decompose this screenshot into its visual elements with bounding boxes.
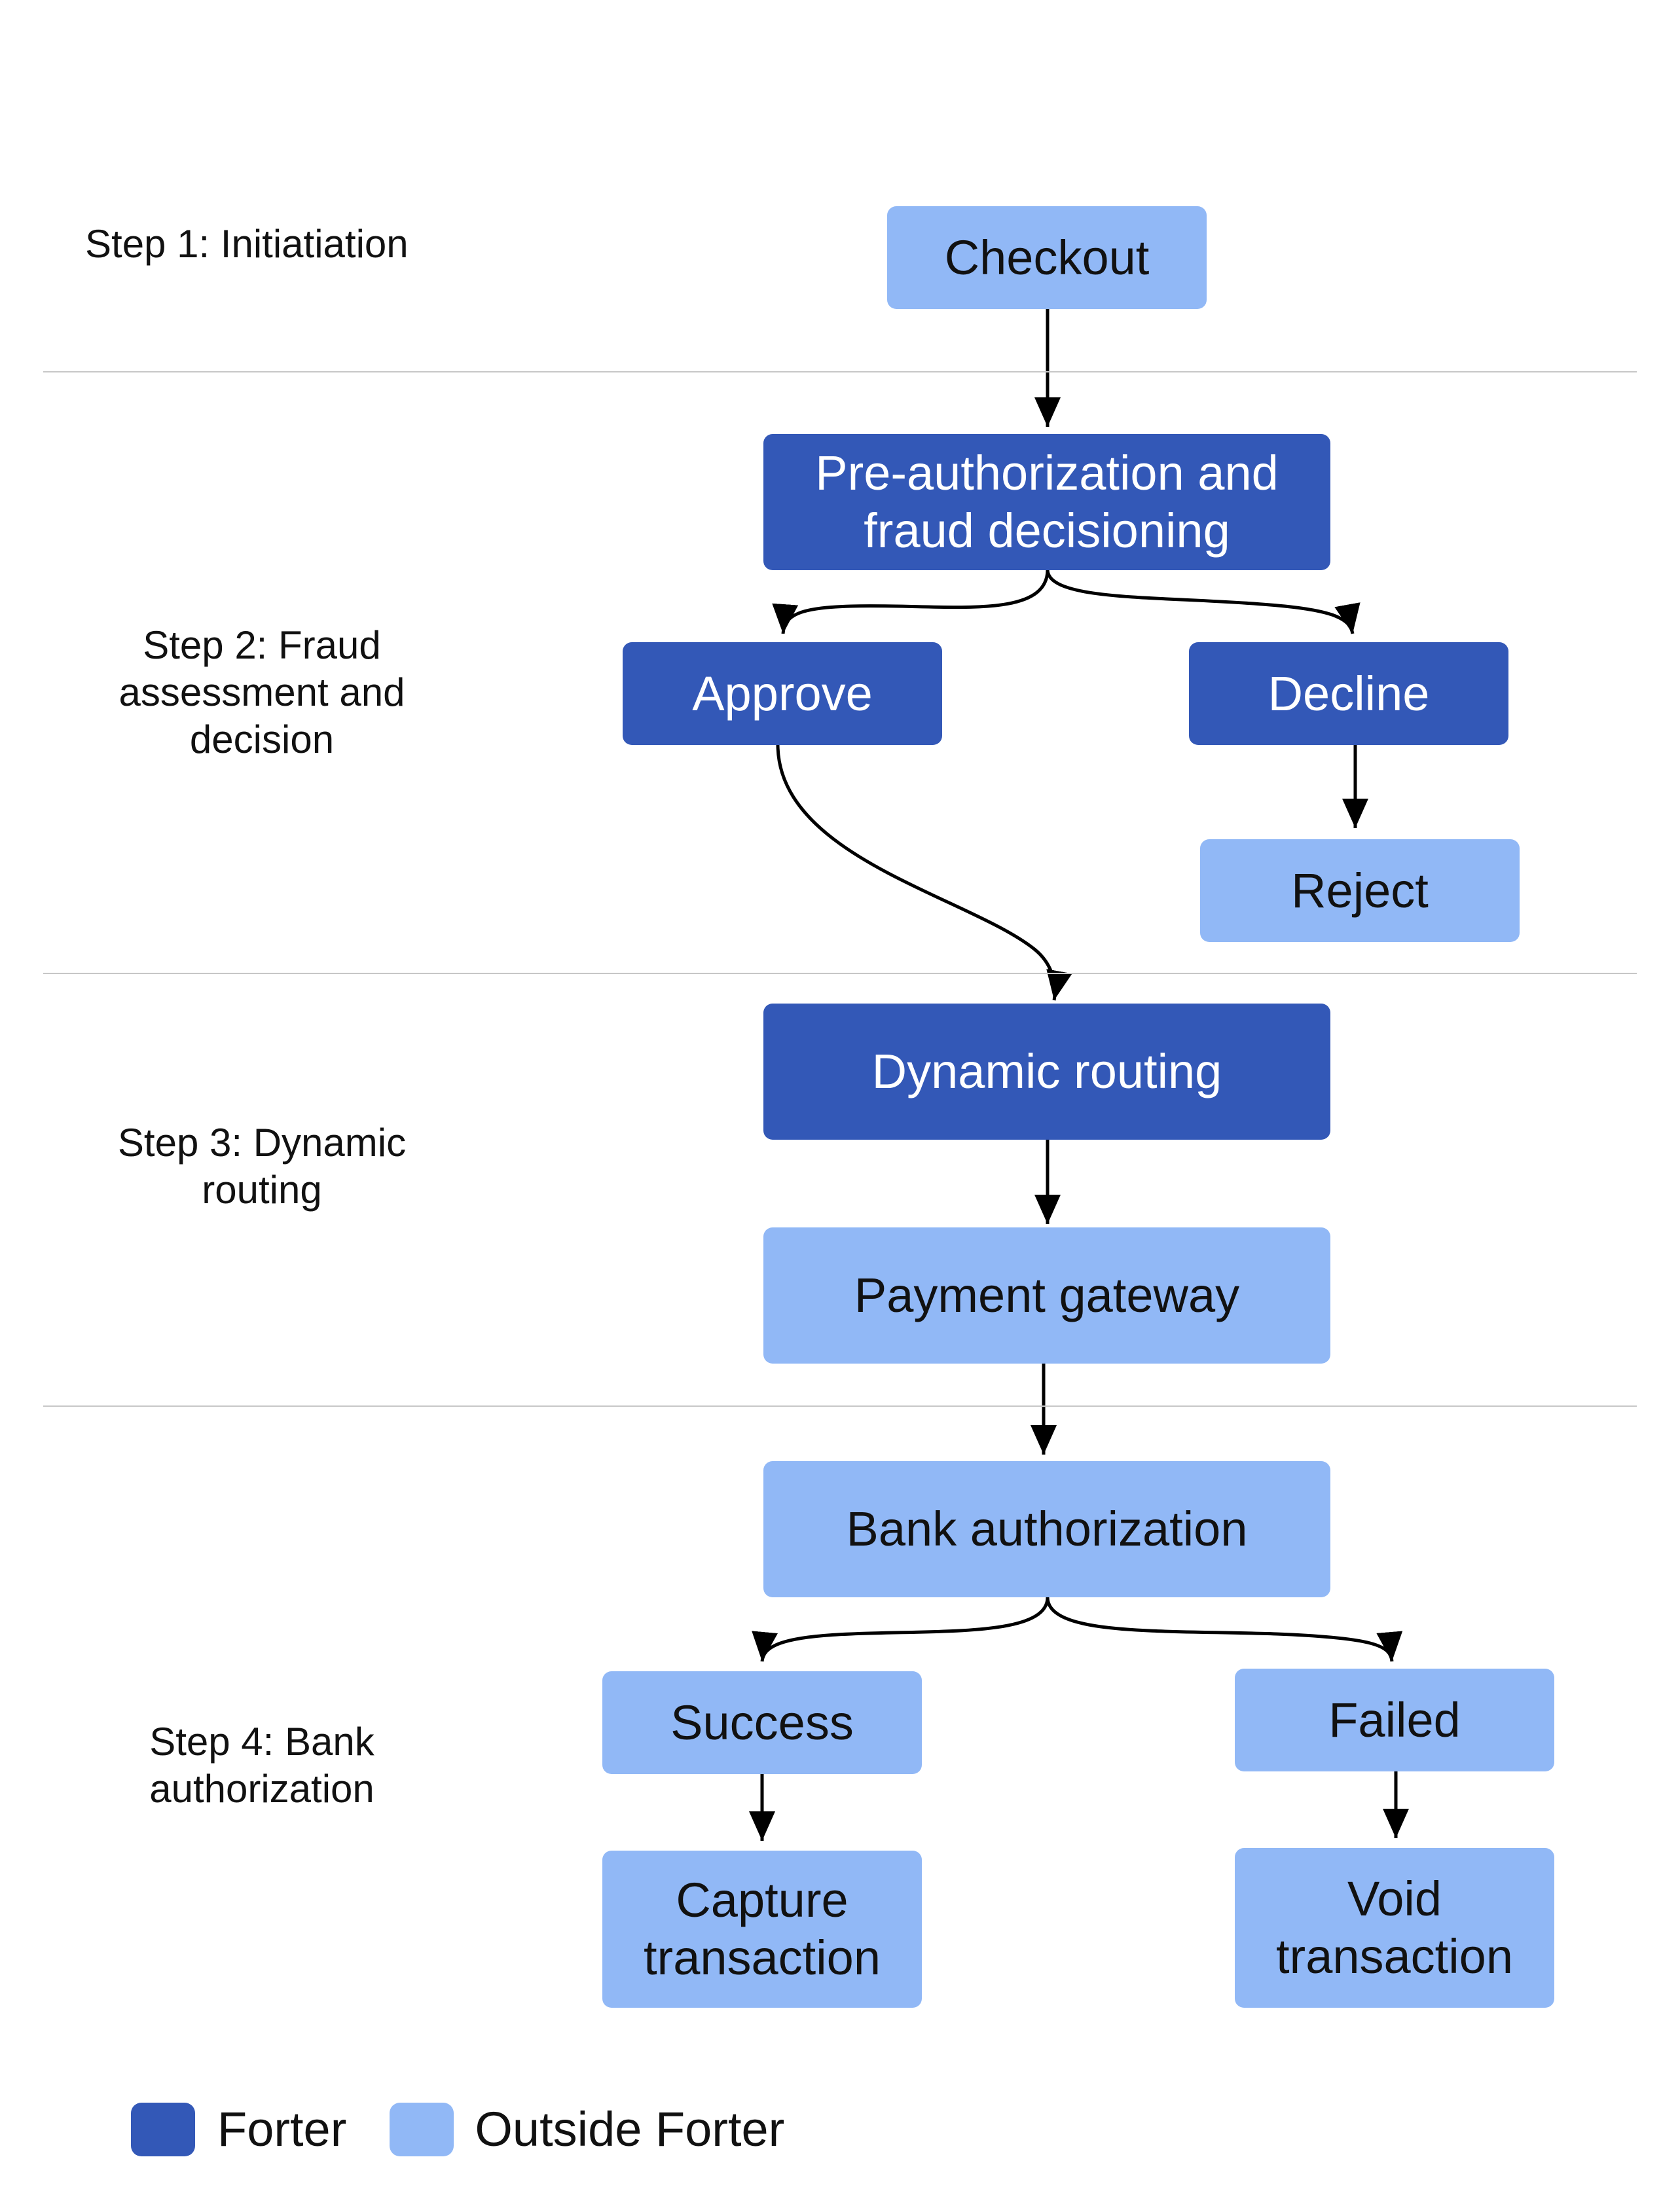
legend: Forter Outside Forter — [131, 2100, 784, 2159]
legend-outside-forter-label: Outside Forter — [475, 2102, 785, 2156]
step-divider-3 — [43, 1405, 1637, 1407]
edge-bank-authorization-to-success — [752, 1597, 1050, 1662]
node-capture-transaction: Capture transaction — [602, 1851, 922, 2008]
node-pre-authorization-fraud-decisioning: Pre-authorization and fraud decisioning — [763, 434, 1330, 570]
edge-pre-authorization-to-approve — [772, 569, 1050, 634]
legend-forter-swatch — [131, 2103, 195, 2156]
step-divider-1 — [43, 371, 1637, 372]
step-divider-2 — [43, 973, 1637, 974]
step-1-label: Step 1: Initiatiation — [85, 222, 409, 266]
node-void-transaction: Void transaction — [1235, 1848, 1554, 2008]
node-failed: Failed — [1235, 1669, 1554, 1771]
node-decline: Decline — [1189, 642, 1508, 745]
node-checkout: Checkout — [887, 206, 1207, 309]
node-dynamic-routing: Dynamic routing — [763, 1004, 1330, 1140]
node-success: Success — [602, 1671, 922, 1774]
step-2-label: Step 2: Fraud assessment and decision — [119, 623, 405, 761]
node-reject: Reject — [1200, 839, 1520, 942]
step-4-label: Step 4: Bank authorization — [149, 1720, 374, 1811]
legend-outside-forter-swatch — [390, 2103, 454, 2156]
node-payment-gateway: Payment gateway — [763, 1227, 1330, 1364]
step-3-label: Step 3: Dynamic routing — [117, 1121, 407, 1212]
legend-forter-label: Forter — [217, 2102, 347, 2156]
edge-bank-authorization-to-failed — [1046, 1597, 1403, 1662]
node-approve: Approve — [623, 642, 942, 745]
edge-pre-authorization-to-decline — [1046, 569, 1360, 634]
edge-approve-to-dynamic-routing — [776, 744, 1072, 1001]
node-bank-authorization: Bank authorization — [763, 1461, 1330, 1597]
